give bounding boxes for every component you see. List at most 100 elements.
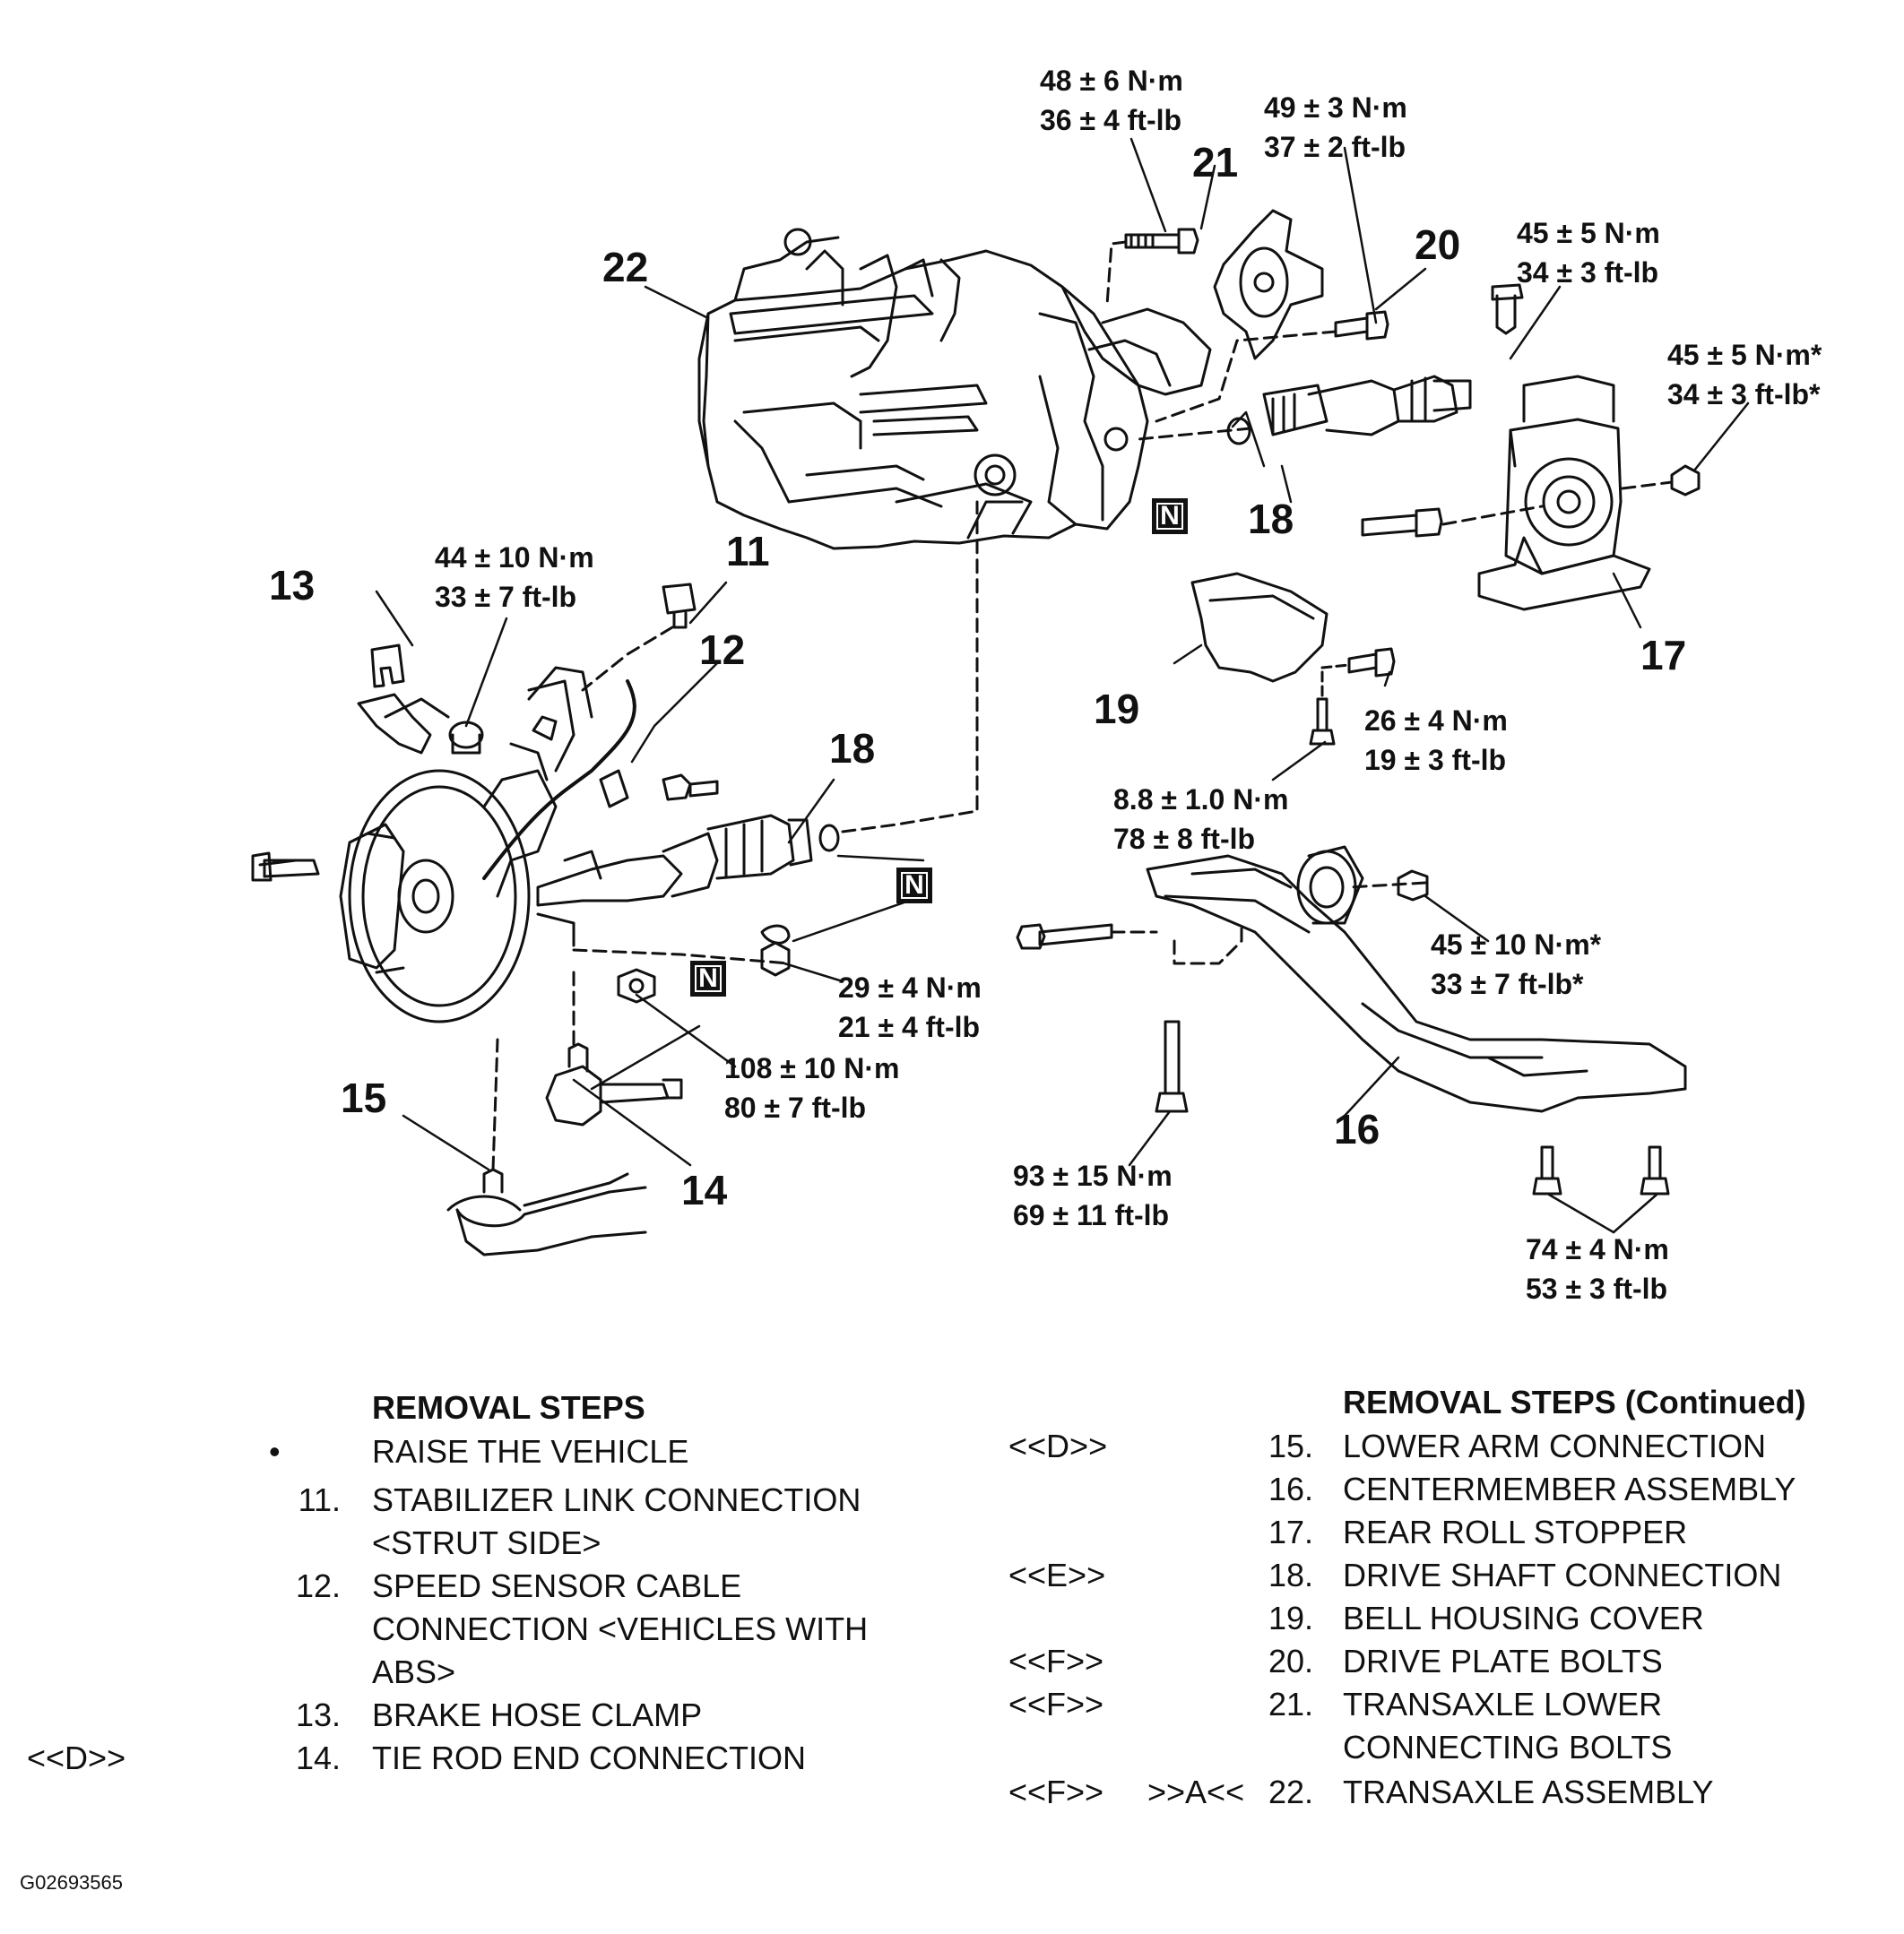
callout-21: 21 [1192,139,1239,186]
drive-shaft-upper [1226,375,1472,445]
step-text: CENTERMEMBER ASSEMBLY [1343,1471,1796,1507]
step-text: BELL HOUSING COVER [1343,1600,1704,1636]
callout-18-lower: 18 [829,725,876,772]
step-number: 22. [1268,1774,1313,1810]
bell-housing-cover [1190,572,1396,746]
leader-lines [375,137,1750,1234]
step-bullet: • [269,1433,281,1470]
knuckle-hub-brake [251,666,602,1023]
step-number: 14. [295,1740,341,1776]
step-text: DRIVE PLATE BOLTS [1343,1643,1663,1679]
torque-centermember-bolt: 93 ± 15 N·m 69 ± 11 ft-lb [1013,1156,1173,1235]
callout-14: 14 [681,1167,728,1213]
brake-hose-clamp [357,643,432,755]
callout-18-upper: 18 [1248,496,1294,542]
torque-ftlb: 21 ± 4 ft-lb [838,1011,981,1043]
step-number: 18. [1268,1557,1313,1593]
step-text: CONNECTING BOLTS [1343,1729,1673,1766]
torque-ftlb: 33 ± 7 ft-lb* [1431,968,1584,1000]
non-reusable-mark-shaft: N [896,868,932,903]
step-number: 19. [1268,1600,1313,1636]
step-code: <<F>> [1008,1774,1104,1810]
callout-11: 11 [726,528,770,574]
torque-hub-nut: 108 ± 10 N·m 80 ± 7 ft-lb [724,1049,899,1127]
callout-22: 22 [602,244,649,290]
torque-nm: 26 ± 4 N·m [1364,704,1508,737]
step-number: 12. [295,1567,341,1604]
step-text: ABS> [372,1653,456,1690]
torque-roll-stopper-bolt: 45 ± 5 N·m 34 ± 3 ft-lb [1517,213,1660,292]
torque-ftlb: 33 ± 7 ft-lb [435,581,577,613]
step-number: 21. [1268,1686,1313,1722]
step-text: BRAKE HOSE CLAMP [372,1697,703,1733]
lower-arm [446,1168,647,1256]
step-text: CONNECTION <VEHICLES WITH [372,1610,869,1647]
step-number: 17. [1268,1514,1313,1550]
torque-nm: 8.8 ± 1.0 N·m [1113,783,1289,816]
step-code: <<D>> [27,1740,126,1776]
non-reusable-mark-nut: N [690,961,726,997]
callout-17: 17 [1640,632,1687,678]
removal-steps-continued-title: REMOVAL STEPS (Continued) [1343,1384,1806,1420]
step-number: 20. [1268,1643,1313,1679]
torque-nm: 108 ± 10 N·m [724,1052,900,1084]
step-number: 13. [295,1697,341,1733]
step-text: TRANSAXLE LOWER [1343,1686,1663,1722]
transaxle-assembly [697,228,1212,550]
torque-nm: 45 ± 5 N·m [1517,217,1660,249]
centermember-assembly [1016,845,1687,1196]
torque-nm: 45 ± 5 N·m* [1667,339,1822,371]
step-text: STABILIZER LINK CONNECTION [372,1481,861,1518]
step-text: SPEED SENSOR CABLE [372,1567,742,1604]
torque-ftlb: 80 ± 7 ft-lb [724,1092,867,1124]
torque-nm: 49 ± 3 N·m [1264,91,1407,124]
step-text: <STRUT SIDE> [372,1524,601,1561]
callout-12: 12 [699,626,746,673]
torque-ftlb: 19 ± 3 ft-lb [1364,744,1507,776]
torque-bell-housing-bolt: 26 ± 4 N·m 19 ± 3 ft-lb [1364,701,1508,780]
torque-ftlb: 78 ± 8 ft-lb [1113,823,1256,855]
torque-ftlb: 34 ± 3 ft-lb [1517,256,1659,289]
torque-ftlb: 34 ± 3 ft-lb* [1667,378,1821,410]
torque-stabilizer-link: 44 ± 10 N·m 33 ± 7 ft-lb [435,538,594,617]
torque-nm: 45 ± 10 N·m* [1431,928,1602,961]
step-text: RAISE THE VEHICLE [372,1433,689,1470]
step-number: 15. [1268,1428,1313,1464]
callout-15: 15 [341,1075,387,1121]
torque-ftlb: 53 ± 3 ft-lb [1526,1273,1668,1305]
step-code: <<D>> [1008,1428,1108,1464]
torque-bolt-21: 48 ± 6 N·m 36 ± 4 ft-lb [1040,61,1183,140]
torque-bolt-20: 49 ± 3 N·m 37 ± 2 ft-lb [1264,88,1407,167]
bolt-21 [1124,228,1199,255]
step-number: 11. [298,1481,341,1518]
removal-steps-title: REMOVAL STEPS [372,1389,645,1426]
step-code-secondary: >>A<< [1147,1774,1245,1810]
callout-16: 16 [1334,1106,1380,1153]
stabilizer-link [448,583,697,755]
torque-centermember-nut: 45 ± 10 N·m* 33 ± 7 ft-lb* [1431,925,1601,1004]
torque-roll-stopper-nut: 45 ± 5 N·m* 34 ± 3 ft-lb* [1667,335,1822,414]
step-text: DRIVE SHAFT CONNECTION [1343,1557,1782,1593]
torque-ftlb: 36 ± 4 ft-lb [1040,104,1182,136]
callout-20: 20 [1415,221,1461,268]
step-code: <<F>> [1008,1643,1104,1679]
torque-centermember-rear-bolts: 74 ± 4 N·m 53 ± 3 ft-lb [1526,1230,1669,1308]
non-reusable-mark-upper: N [1152,498,1188,534]
callout-19: 19 [1094,686,1140,732]
step-text: LOWER ARM CONNECTION [1343,1428,1767,1464]
step-text: TIE ROD END CONNECTION [372,1740,807,1776]
tie-rod-end [545,1042,683,1127]
torque-ftlb: 37 ± 2 ft-lb [1264,131,1406,163]
torque-ftlb: 69 ± 11 ft-lb [1013,1199,1170,1231]
torque-nm: 29 ± 4 N·m [838,971,982,1004]
torque-nm: 93 ± 15 N·m [1013,1160,1173,1192]
torque-nm: 44 ± 10 N·m [435,541,594,574]
torque-bell-housing-small-bolt: 8.8 ± 1.0 N·m 78 ± 8 ft-lb [1113,780,1288,859]
torque-tie-rod-nut: 29 ± 4 N·m 21 ± 4 ft-lb [838,968,982,1047]
callout-13: 13 [269,562,316,609]
step-number: 16. [1268,1471,1313,1507]
rear-roll-stopper [1361,283,1701,611]
drive-shaft-lower [536,814,840,907]
